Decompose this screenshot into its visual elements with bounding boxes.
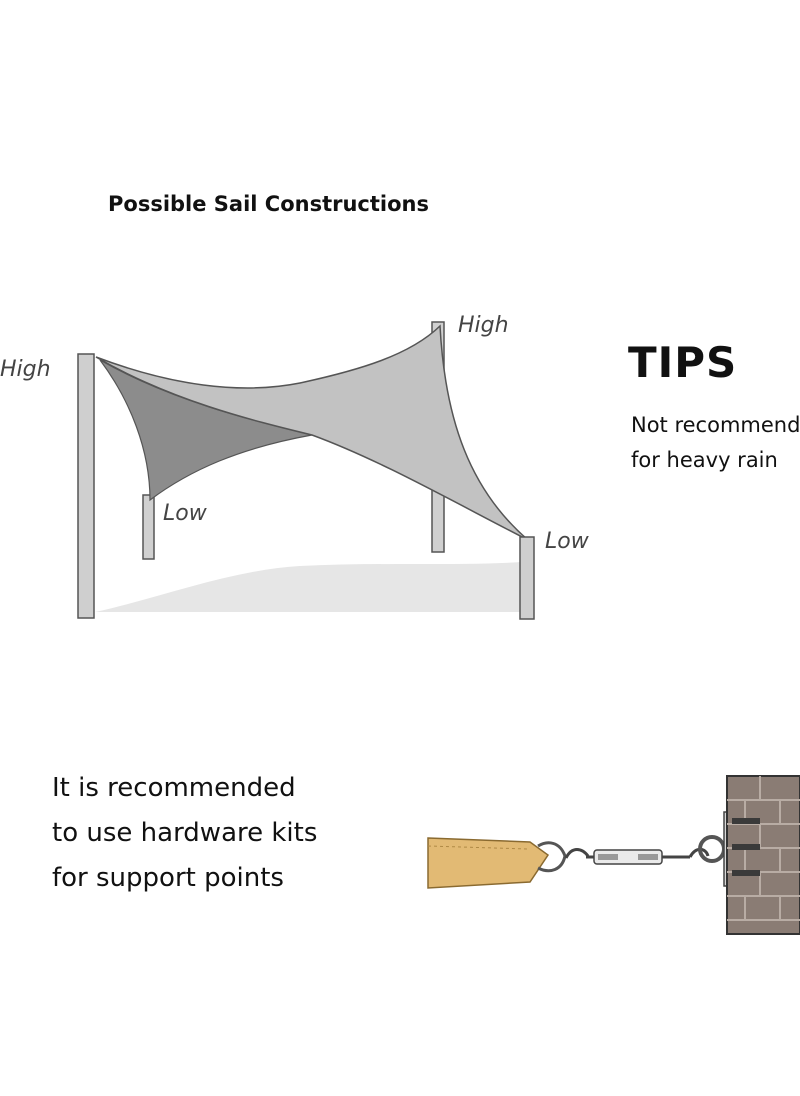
label-front-right-low: Low — [545, 529, 590, 554]
sail-underside — [99, 359, 313, 502]
hardware-kit-illustration — [427, 775, 800, 935]
ground-shadow — [95, 562, 522, 612]
hardware-note-line: for support points — [52, 863, 284, 893]
sail-fabric-corner — [427, 837, 550, 889]
post-left — [77, 353, 95, 619]
d-ring — [537, 841, 567, 873]
diagram-title: Possible Sail Constructions — [108, 192, 429, 216]
post-back-left — [142, 494, 155, 560]
label-back-right-high: High — [458, 313, 509, 338]
label-back-left-low: Low — [163, 501, 208, 526]
sail-top — [95, 324, 529, 541]
tips-line: Not recommended — [631, 413, 800, 437]
post-front-right — [519, 536, 535, 620]
label-left-high: High — [0, 357, 51, 382]
tips-line: for heavy rain — [631, 448, 778, 472]
tips-text: Not recommended for heavy rain — [631, 408, 800, 478]
hardware-note: It is recommended to use hardware kits f… — [52, 766, 317, 901]
tips-heading: TIPS — [628, 338, 738, 387]
hardware-note-line: to use hardware kits — [52, 818, 318, 848]
hardware-note-line: It is recommended — [52, 773, 296, 803]
snap-hook — [564, 848, 590, 859]
brick-wall — [726, 775, 800, 935]
